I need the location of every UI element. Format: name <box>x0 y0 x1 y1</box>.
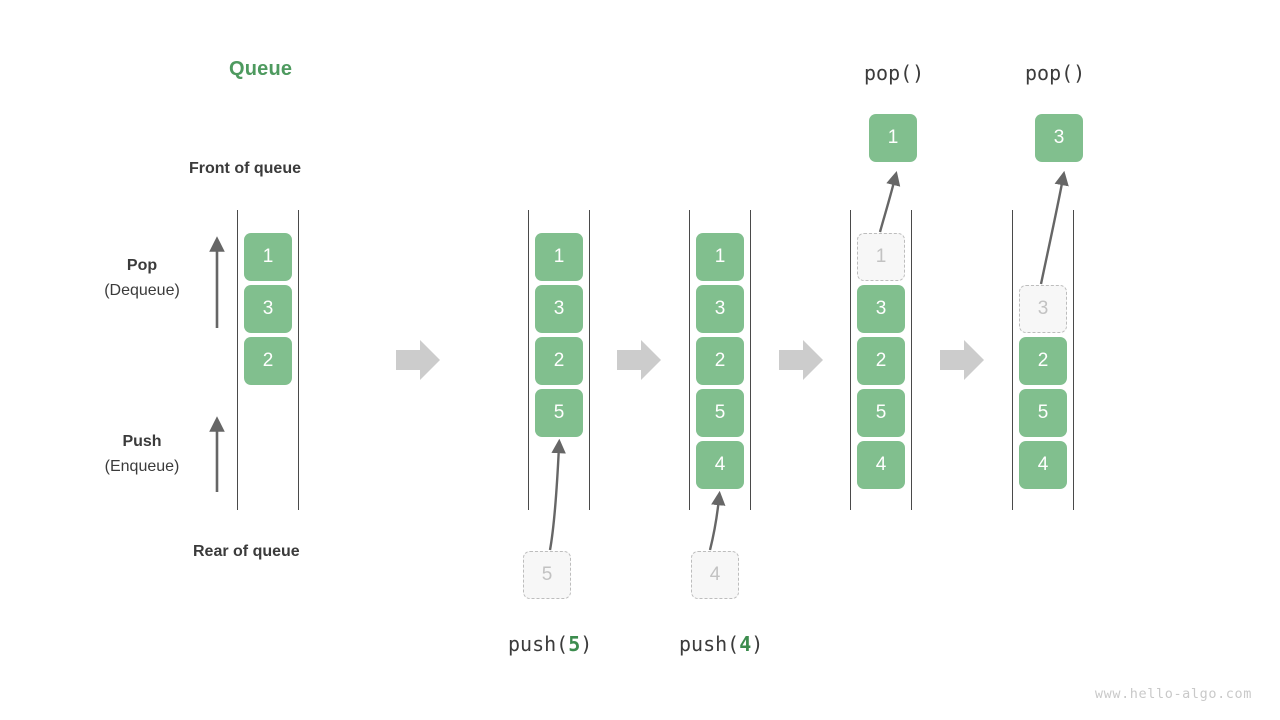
popped-box: 1 <box>869 114 917 162</box>
pop-label-primary: Pop <box>126 257 158 274</box>
queue-rail-left <box>528 210 530 510</box>
queue-box: 5 <box>696 389 744 437</box>
queue-rail-left <box>1012 210 1014 510</box>
queue-rail-right <box>589 210 591 510</box>
popped-box: 3 <box>1035 114 1083 162</box>
queue-rail-left <box>237 210 239 510</box>
queue-box: 5 <box>857 389 905 437</box>
queue-box: 3 <box>696 285 744 333</box>
queue-rail-right <box>750 210 752 510</box>
pop-caption: pop() <box>1025 61 1086 85</box>
queue-box: 4 <box>1019 441 1067 489</box>
queue-rail-right <box>1073 210 1075 510</box>
page-title: Queue <box>229 58 293 80</box>
pop-direction-arrow-icon <box>209 236 225 328</box>
queue-box: 1 <box>244 233 292 281</box>
pop-label-secondary: (Dequeue) <box>104 282 180 299</box>
queue-rail-left <box>850 210 852 510</box>
push-motion-arrow-icon <box>548 438 566 551</box>
queue-rail-left <box>689 210 691 510</box>
queue-box: 4 <box>857 441 905 489</box>
pop-side-label: Pop (Dequeue) <box>72 254 212 304</box>
queue-box: 2 <box>857 337 905 385</box>
queue-box: 1 <box>535 233 583 281</box>
push-5-caption: push(5) <box>508 632 593 656</box>
queue-box: 1 <box>696 233 744 281</box>
watermark: www.hello-algo.com <box>1094 686 1252 702</box>
push-direction-arrow-icon <box>209 416 225 492</box>
push-4-caption: push(4) <box>679 632 764 656</box>
flow-arrow-icon <box>617 340 661 380</box>
incoming-ghost-box: 5 <box>523 551 571 599</box>
flow-arrow-icon <box>779 340 823 380</box>
queue-box-new: 5 <box>535 389 583 437</box>
flow-arrow-icon <box>940 340 984 380</box>
pop-caption: pop() <box>864 61 925 85</box>
queue-slot-empty <box>1019 233 1067 281</box>
front-of-queue-label: Front of queue <box>189 160 301 177</box>
queue-box: 2 <box>696 337 744 385</box>
queue-box: 2 <box>1019 337 1067 385</box>
queue-box: 2 <box>244 337 292 385</box>
push-label-primary: Push <box>122 433 162 450</box>
push-side-label: Push (Enqueue) <box>72 430 212 480</box>
vacated-ghost-box: 3 <box>1019 285 1067 333</box>
incoming-ghost-box: 4 <box>691 551 739 599</box>
queue-box: 3 <box>244 285 292 333</box>
queue-box: 5 <box>1019 389 1067 437</box>
queue-box: 2 <box>535 337 583 385</box>
push-motion-arrow-icon <box>708 490 726 551</box>
queue-rail-right <box>298 210 300 510</box>
queue-box-new: 4 <box>696 441 744 489</box>
push-label-secondary: (Enqueue) <box>104 458 180 475</box>
vacated-ghost-box: 1 <box>857 233 905 281</box>
queue-rail-right <box>911 210 913 510</box>
pop-motion-arrow-icon <box>878 171 901 233</box>
rear-of-queue-label: Rear of queue <box>193 543 300 560</box>
pop-motion-arrow-icon <box>1039 170 1069 285</box>
queue-box: 3 <box>857 285 905 333</box>
queue-box: 3 <box>535 285 583 333</box>
flow-arrow-icon <box>396 340 440 380</box>
